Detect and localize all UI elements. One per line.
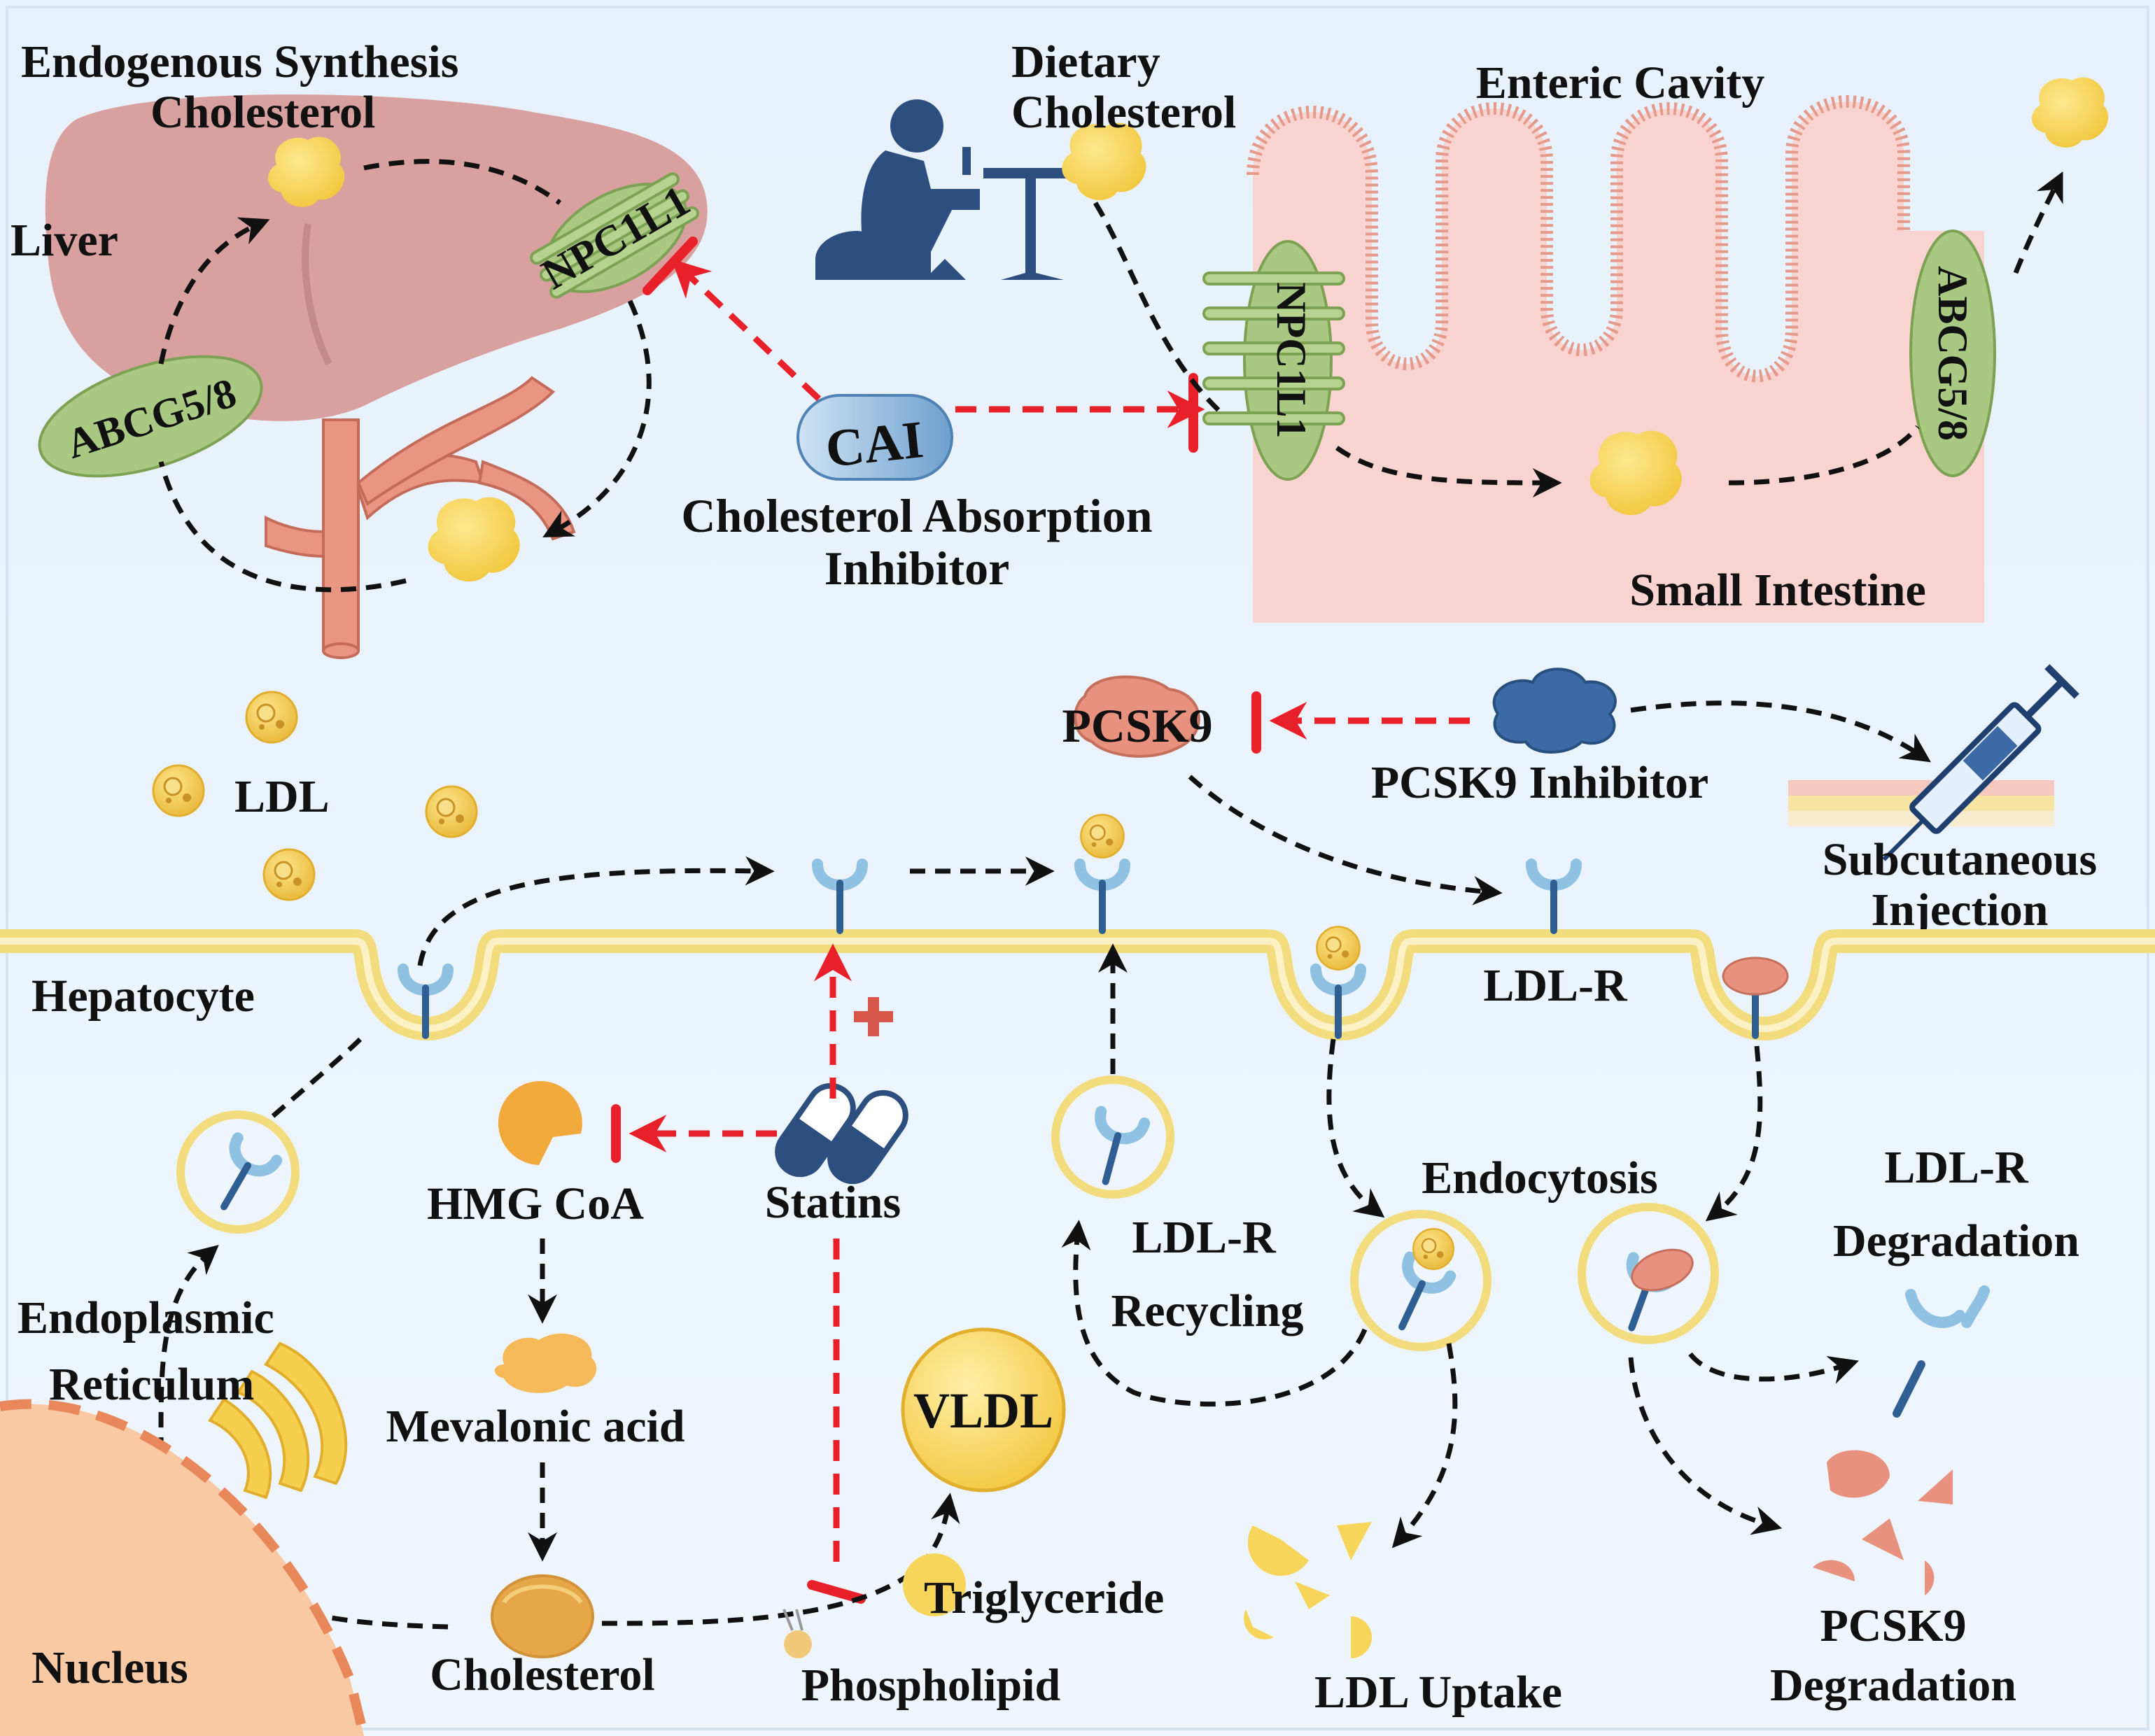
small-intestine-label: Small Intestine <box>1629 565 1926 616</box>
endoplasmic-reticulum <box>208 1341 348 1499</box>
ldlr-recycling-label-line1: LDL-R <box>1132 1212 1277 1263</box>
ldl-label: LDL <box>234 771 330 822</box>
pcsk9-inhibitor-molecule <box>1492 668 1617 754</box>
pcsk9-molecule <box>1074 675 1200 758</box>
ldlr-degradation-label-line2: Degradation <box>1833 1215 2079 1266</box>
hepatocyte-label: Hepatocyte <box>31 971 255 1022</box>
pcsk9-degradation-label-line1: PCSK9 <box>1820 1600 1966 1651</box>
recycling-vesicle <box>1051 1075 1174 1199</box>
injection-label: Injection <box>1872 884 2049 936</box>
enteric-cavity-label: Enteric Cavity <box>1476 57 1764 108</box>
cai-description-line1: Cholesterol Absorption <box>681 489 1152 542</box>
cai-capsule <box>796 394 953 481</box>
capsules-icon <box>775 1082 908 1185</box>
endogenous-synthesis-label: Endogenous Synthesis <box>21 36 458 87</box>
ldlr-degradation-label-line1: LDL-R <box>1884 1142 2029 1193</box>
triglyceride-label: Triglyceride <box>924 1572 1164 1623</box>
abcg58-intestine-label: ABCG5/8 <box>1930 266 1976 441</box>
cholesterol-label: Cholesterol <box>430 1649 654 1700</box>
npc1l1-intestine-label: NPC1L1 <box>1268 282 1314 438</box>
mevalonic-acid-label: Mevalonic acid <box>386 1401 685 1452</box>
pcsk9-bound-receptor <box>1722 957 1789 1036</box>
npc1l1-transporter-intestine <box>1202 240 1345 481</box>
ldlr-label: LDL-R <box>1483 960 1628 1011</box>
degraded-receptor <box>1893 1285 1990 1418</box>
subcutaneous-label: Subcutaneous <box>1823 834 2098 885</box>
cai-label: CAI <box>823 410 926 479</box>
endogenous-cholesterol-label: Cholesterol <box>150 87 375 138</box>
hmg-coa-label: HMG CoA <box>427 1178 644 1229</box>
cai-description-line2: Inhibitor <box>824 542 1010 595</box>
npc1l1-transporter-liver <box>526 160 706 316</box>
phospholipid-molecule <box>782 1609 812 1658</box>
vldl-label: VLDL <box>913 1383 1053 1439</box>
pcsk9-degradation-fragments <box>1813 1450 1953 1595</box>
pcsk9-degradation-label-line2: Degradation <box>1770 1660 2016 1711</box>
pcsk9-inhibitor-label: PCSK9 Inhibitor <box>1371 757 1708 808</box>
triglyceride-droplet <box>903 1553 966 1616</box>
vesicle-receptor <box>176 1110 300 1234</box>
ldl-uptake-fragments <box>1244 1522 1372 1658</box>
pcsk9-label: PCSK9 <box>1062 699 1212 752</box>
ldl-particle <box>262 848 316 901</box>
ldl-particle <box>425 785 478 838</box>
ldl-particle <box>245 691 298 744</box>
dietary-cholesterol-label: Cholesterol <box>1011 87 1236 138</box>
liver-label: Liver <box>10 215 118 266</box>
phospholipid-label: Phospholipid <box>801 1660 1061 1711</box>
ldlr-recycling-label-line2: Recycling <box>1111 1285 1304 1336</box>
nucleus-label: Nucleus <box>31 1642 188 1693</box>
er-label-line1: Endoplasmic <box>17 1292 274 1343</box>
dietary-label: Dietary <box>1011 36 1160 87</box>
cholesterol-granule <box>491 1574 594 1658</box>
abcg58-transporter-intestine <box>1909 230 1996 477</box>
nucleus <box>0 1399 369 1736</box>
mevalonic-acid-molecule <box>494 1333 597 1393</box>
endocytosis-label: Endocytosis <box>1422 1152 1657 1204</box>
degradation-vesicle <box>1578 1203 1719 1344</box>
plus-icon <box>854 997 893 1036</box>
person-eating-icon <box>815 99 1078 280</box>
abcg58-transporter-liver <box>38 355 263 478</box>
vldl-particle <box>901 1327 1066 1492</box>
hmg-coa-molecule <box>498 1081 582 1165</box>
ldl-particle <box>152 764 205 817</box>
ldl-uptake-label: LDL Uptake <box>1314 1667 1562 1718</box>
liver-illustration <box>45 94 708 659</box>
small-intestine <box>1247 95 1984 623</box>
statins-label: Statins <box>765 1177 901 1228</box>
syringe-icon <box>1882 664 2079 861</box>
endocytosis-vesicle <box>1350 1210 1491 1351</box>
er-label-line2: Reticulum <box>49 1359 254 1410</box>
